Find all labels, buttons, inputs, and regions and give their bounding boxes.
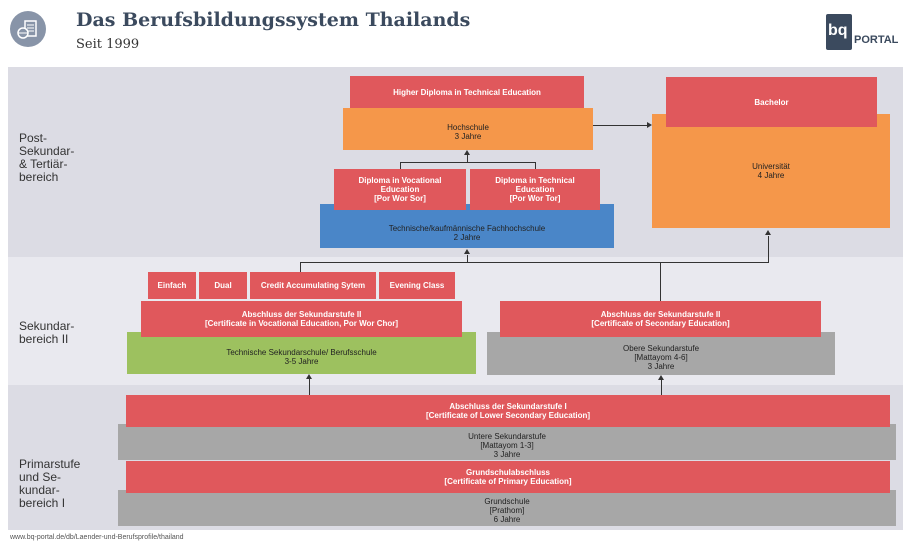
dual-box: Dual [199, 272, 247, 299]
page-subtitle: Seit 1999 [76, 37, 140, 52]
hochschule-box: Hochschule 3 Jahre [343, 108, 593, 150]
connector-diplomas-horizontal [400, 162, 535, 163]
diploma-technical-line2: Education [515, 185, 555, 194]
grundschule-duration: 6 Jahre [493, 514, 521, 524]
arrow-to-obere-sek [658, 375, 664, 380]
abschluss-sek1-line2: [Certificate of Lower Secondary Educatio… [425, 411, 591, 420]
arrow-to-universitaet-up [765, 230, 771, 235]
universitaet-title: Universität [752, 162, 790, 171]
level-label-post: Post- Sekundar- & Tertiär- bereich [19, 131, 75, 184]
arrow-to-hochschule [464, 150, 470, 155]
hochschule-duration: 3 Jahre [454, 132, 482, 141]
connector-obere-up [660, 262, 661, 301]
diploma-vocational-line1: Diploma in Vocational [358, 176, 442, 185]
connector-to-universitaet [768, 236, 769, 263]
connector-diploma-voc-up [400, 162, 401, 169]
obere-sek-grades: [Mattayom 4-6] [634, 353, 688, 362]
fachhochschule-title: Technische/kaufmännische Fachhochschule [388, 224, 546, 233]
connector-berufsschule-up [300, 262, 301, 272]
obere-sek-duration: 3 Jahre [647, 362, 675, 371]
page-title: Das Berufsbildungssystem Thailands [76, 9, 471, 31]
hochschule-title: Hochschule [447, 123, 489, 132]
abschluss-sek2-sec-line1: Abschluss der Sekundarstufe II [600, 310, 721, 319]
bachelor-box: Bachelor [666, 77, 877, 127]
untere-sek-grades: [Mattayom 1-3] [480, 440, 534, 450]
brand-logo-letters: bq [828, 22, 848, 39]
universitaet-box: Universität 4 Jahre [652, 114, 890, 228]
level-label-sek2: Sekundar- bereich II [19, 319, 75, 346]
obere-sek-box: Obere Sekundarstufe [Mattayom 4-6] 3 Jah… [487, 332, 835, 375]
grundschule-title: Grundschule [484, 496, 530, 506]
einfach-label: Einfach [157, 281, 187, 290]
connector-to-berufsschule [309, 379, 310, 395]
berufsschule-duration: 3-5 Jahre [284, 357, 319, 366]
brand-logo: bq PORTAL [826, 14, 903, 50]
arrow-to-universitaet [647, 122, 652, 128]
diploma-technical-box: Diploma in Technical Education [Por Wor … [470, 169, 600, 210]
credit-label: Credit Accumulating Sytem [260, 281, 366, 290]
abschluss-sek2-voc-box: Abschluss der Sekundarstufe II [Certific… [141, 301, 462, 337]
dual-label: Dual [214, 281, 232, 290]
connector-diplomas-up [467, 155, 468, 163]
diploma-technical-line3: [Por Wor Tor] [509, 194, 561, 203]
abschluss-sek2-sec-box: Abschluss der Sekundarstufe II [Certific… [500, 301, 821, 337]
diploma-vocational-line2: Education [380, 185, 420, 194]
grundschule-box: Grundschule [Prathom] 6 Jahre [118, 490, 896, 526]
diploma-technical-line1: Diploma in Technical [495, 176, 575, 185]
untere-sek-title: Untere Sekundarstufe [468, 431, 546, 441]
higher-diploma-label: Higher Diploma in Technical Education [393, 87, 541, 97]
berufsschule-box: Technische Sekundarschule/ Berufsschule … [127, 332, 476, 374]
bachelor-label: Bachelor [754, 97, 789, 107]
grundschule-grades: [Prathom] [489, 505, 525, 515]
grundschulabschluss-line2: [Certificate of Primary Education] [444, 477, 572, 486]
higher-diploma-box: Higher Diploma in Technical Education [350, 76, 584, 108]
connector-to-obere-sek [661, 380, 662, 395]
obere-sek-title: Obere Sekundarstufe [622, 344, 700, 353]
grundschulabschluss-box: Grundschulabschluss [Certificate of Prim… [126, 461, 890, 493]
evening-box: Evening Class [379, 272, 455, 299]
berufsschule-title: Technische Sekundarschule/ Berufsschule [226, 348, 377, 357]
arrow-to-berufsschule [306, 374, 312, 379]
abschluss-sek2-voc-line2: [Certificate in Vocational Education, Po… [204, 319, 399, 328]
evening-label: Evening Class [389, 281, 445, 290]
einfach-box: Einfach [148, 272, 196, 299]
grundschulabschluss-line1: Grundschulabschluss [465, 468, 551, 477]
untere-sek-duration: 3 Jahre [493, 449, 521, 459]
brand-logo-mark: bq [826, 14, 852, 50]
connector-sek2-horizontal [300, 262, 768, 263]
source-url[interactable]: www.bq-portal.de/db/Laender-und-Berufspr… [10, 534, 184, 541]
book-globe-icon [17, 20, 37, 39]
diploma-vocational-line3: [Por Wor Sor] [374, 194, 426, 203]
untere-sek-box: Untere Sekundarstufe [Mattayom 1-3] 3 Ja… [118, 424, 896, 460]
brand-name: PORTAL [854, 34, 899, 46]
abschluss-sek2-voc-line1: Abschluss der Sekundarstufe II [241, 310, 362, 319]
universitaet-duration: 4 Jahre [757, 171, 785, 180]
fachhochschule-box: Technische/kaufmännische Fachhochschule … [320, 204, 614, 248]
arrow-to-fachhochschule [464, 249, 470, 254]
fachhochschule-duration: 2 Jahre [453, 233, 481, 242]
abschluss-sek2-sec-line2: [Certificate of Secondary Education] [591, 319, 730, 328]
credit-box: Credit Accumulating Sytem [250, 272, 376, 299]
level-label-prim: Primarstufe und Se- kundar- bereich I [19, 457, 81, 510]
connector-hochschule-to-uni [593, 125, 647, 126]
abschluss-sek1-box: Abschluss der Sekundarstufe I [Certifica… [126, 395, 890, 427]
abschluss-sek1-line1: Abschluss der Sekundarstufe I [449, 402, 567, 411]
diploma-vocational-box: Diploma in Vocational Education [Por Wor… [334, 169, 466, 210]
connector-diploma-tech-up [535, 162, 536, 169]
connector-to-fachhochschule [467, 255, 468, 262]
header-icon [10, 11, 46, 47]
